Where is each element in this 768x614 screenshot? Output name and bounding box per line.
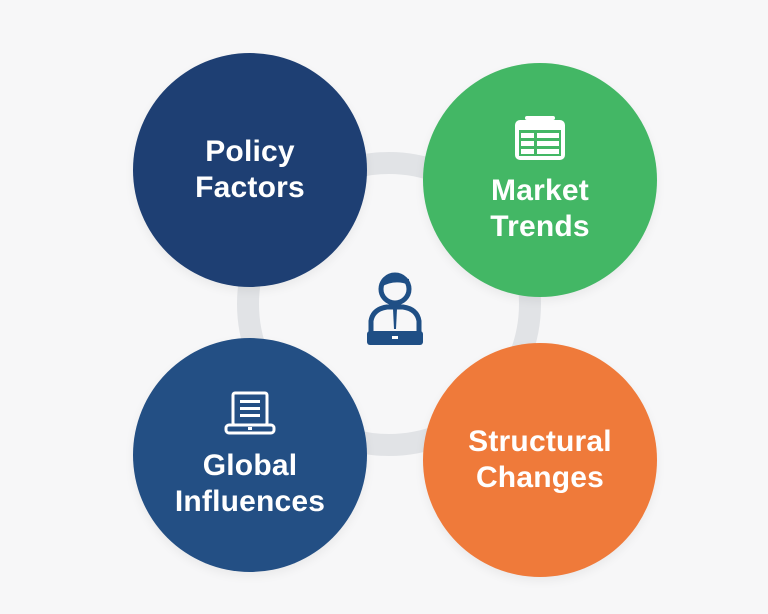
news-calendar-icon <box>513 115 567 167</box>
label-line-2: Trends <box>490 209 590 243</box>
label-line-2: Influences <box>174 484 326 518</box>
node-structural-changes: Structural Changes <box>423 343 657 577</box>
label-line-1: Global <box>202 448 298 482</box>
node-label: Global Influences <box>175 448 325 520</box>
node-policy-factors: Policy Factors <box>133 53 367 287</box>
person-laptop-icon <box>365 265 425 355</box>
label-line-2: Factors <box>195 171 305 204</box>
label-line-1: Market <box>491 173 589 207</box>
label-line-1: Structural <box>468 425 612 458</box>
label-line-1: Policy <box>205 135 295 168</box>
node-label: Market Trends <box>490 173 590 245</box>
label-line-2: Changes <box>475 461 605 494</box>
node-label: Structural Changes <box>468 424 612 496</box>
node-market-trends: Market Trends <box>423 63 657 297</box>
node-label: Policy Factors <box>195 134 305 206</box>
laptop-document-icon <box>223 391 277 442</box>
node-global-influences: Global Influences <box>133 338 367 572</box>
